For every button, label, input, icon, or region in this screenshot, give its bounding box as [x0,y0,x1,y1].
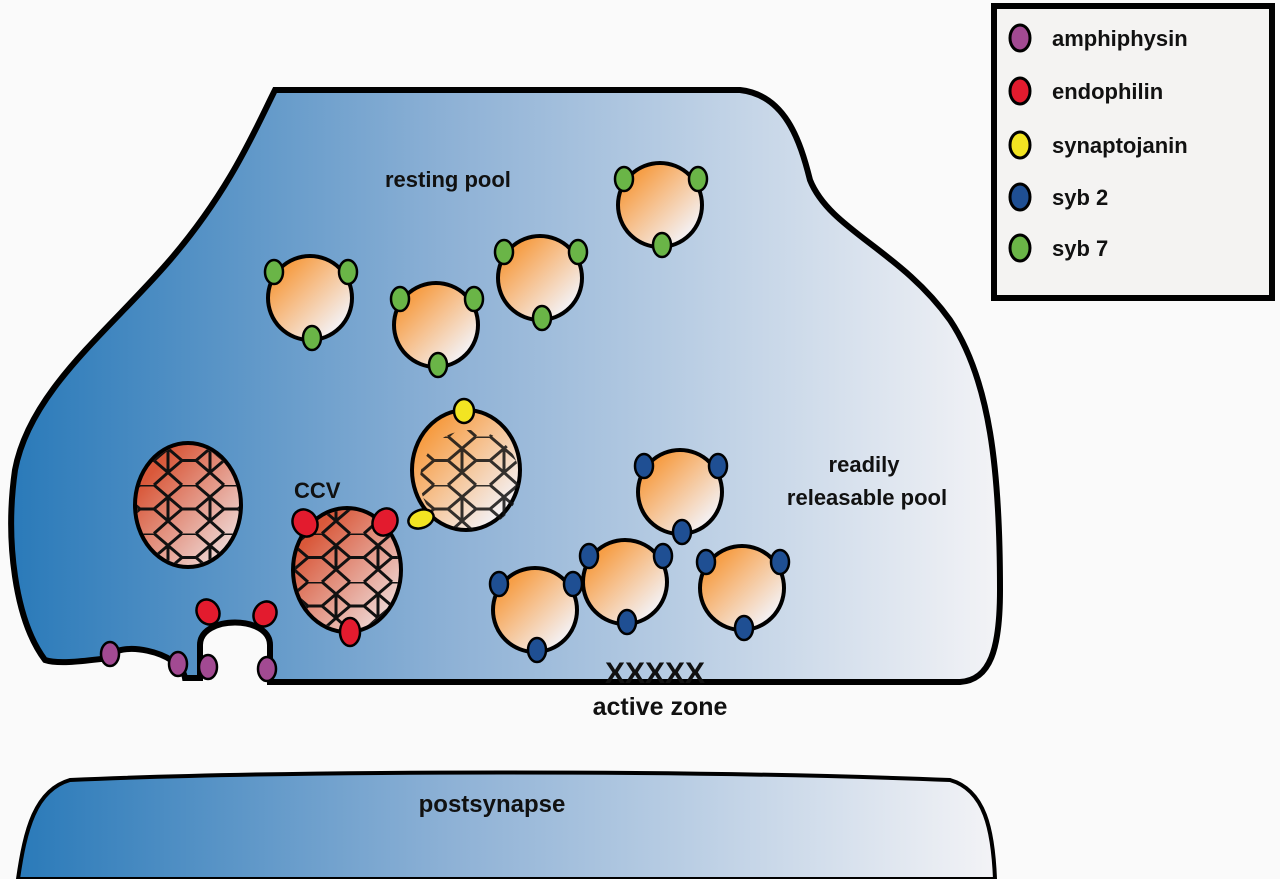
protein-oval-icon [578,542,600,570]
presynaptic-terminal [8,87,1004,685]
protein-oval-icon [707,452,729,480]
protein-oval-icon [407,508,435,530]
legend-swatch-icon [1008,23,1032,53]
postsynapse-label: postsynapse [419,791,566,818]
active-zone-marks: XXXXX [605,657,705,690]
protein-oval-icon [301,324,323,352]
protein-oval-icon [337,258,359,286]
protein-oval-icon [613,165,635,193]
protein-oval-icon [488,570,510,598]
protein-oval-icon [338,616,362,648]
legend-swatch-icon [1008,233,1032,263]
readily-label-line2: releasable pool [787,485,947,510]
protein-oval-icon [651,231,673,259]
protein-oval-icon [526,636,548,664]
protein-oval-icon [733,614,755,642]
protein-oval-icon [291,508,319,538]
protein-oval-icon [769,548,791,576]
ccv-label: CCV [294,478,341,503]
protein-oval-icon [687,165,709,193]
resting-pool-label: resting pool [385,167,511,192]
legend-swatch-icon [1008,76,1032,106]
protein-oval-icon [493,238,515,266]
active-zone-label: active zone [593,693,728,721]
clathrin-coat-pattern [137,445,239,565]
clathrin-coat-pattern [295,510,399,630]
protein-oval-icon [562,570,584,598]
legend: amphiphysin endophilin synaptojanin syb 2 sy… [991,3,1275,301]
protein-oval-icon [256,655,278,683]
protein-oval-icon [671,518,693,546]
legend-label: syb 7 [1052,236,1108,261]
protein-oval-icon [695,548,717,576]
clathrin-coat-pattern [420,430,520,530]
legend-label: amphiphysin [1052,26,1188,51]
protein-oval-icon [371,507,399,537]
protein-oval-icon [567,238,589,266]
protein-oval-icon [167,650,189,678]
postsynapse-shape [15,770,998,879]
protein-oval-icon [427,351,449,379]
protein-oval-icon [389,285,411,313]
protein-oval-icon [252,600,278,628]
protein-oval-icon [463,285,485,313]
protein-oval-icon [197,653,219,681]
protein-oval-icon [195,598,221,626]
legend-label: endophilin [1052,79,1163,104]
protein-oval-icon [531,304,553,332]
readily-label-line1: readily [829,452,901,477]
protein-oval-icon [263,258,285,286]
protein-oval-icon [652,542,674,570]
legend-swatch-icon [1008,182,1032,212]
legend-label: syb 2 [1052,185,1108,210]
protein-oval-icon [616,608,638,636]
protein-oval-icon [633,452,655,480]
protein-oval-icon [452,397,476,425]
protein-oval-icon [99,640,121,668]
legend-label: synaptojanin [1052,133,1188,158]
legend-swatch-icon [1008,130,1032,160]
